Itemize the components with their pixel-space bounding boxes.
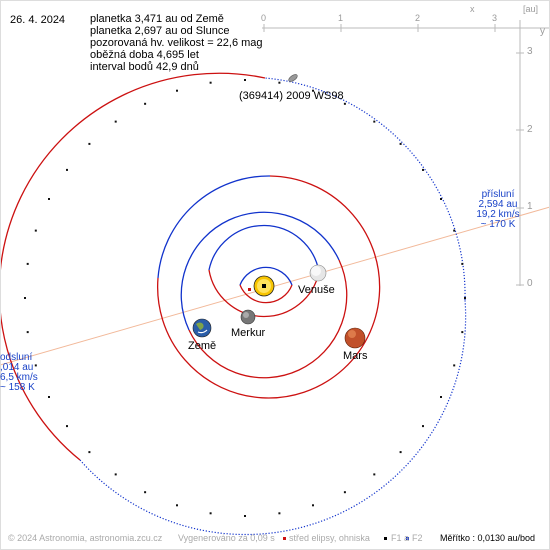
legend-center: střed elipsy, ohniska — [289, 533, 370, 543]
axis-tick: 2 — [415, 13, 421, 23]
orbit-point — [312, 504, 314, 507]
copyright: © 2024 Astronomia, astronomia.zcu.cz — [8, 533, 163, 543]
aphelion-speed: 6,5 km/s — [0, 372, 38, 383]
orbit-point — [422, 168, 424, 171]
perihelion-speed: 19,2 km/s — [476, 209, 520, 220]
axis-tick: 1 — [527, 201, 533, 212]
top-axis — [262, 24, 550, 32]
generated-time: Vygenerováno za 0,09 s — [178, 533, 275, 543]
earth-label: Země — [188, 340, 217, 352]
info-panel: planetka 3,471 au od Země planetka 2,697… — [90, 13, 263, 73]
apsis-line — [0, 206, 550, 366]
orbit-point — [26, 331, 29, 334]
aphelion-distance: ,014 au — [0, 362, 34, 373]
orbit-point — [453, 364, 456, 367]
orbit-point — [144, 102, 147, 105]
orbit-point — [312, 89, 314, 92]
orbit-point — [461, 331, 464, 334]
orbit-point — [34, 364, 37, 367]
orbit-point — [453, 229, 456, 232]
sun — [253, 275, 275, 297]
orbit-point — [88, 142, 91, 145]
legend-f1: F1 a — [391, 533, 410, 543]
x-axis-label: x — [470, 4, 475, 14]
aphelion-info: odsluní ,014 au 6,5 km/s ~ 158 K — [0, 353, 38, 393]
mercury-body — [240, 309, 256, 325]
perihelion-distance: 2,594 au — [478, 199, 518, 210]
orbit-point — [373, 120, 376, 123]
orbit-point — [34, 229, 37, 232]
orbit-point — [24, 297, 26, 299]
orbit-point — [176, 504, 178, 507]
orbit-point — [144, 491, 147, 494]
perihelion-temperature: ~ 170 K — [480, 219, 516, 230]
orbit-point — [114, 473, 117, 476]
orbit-point — [373, 473, 376, 476]
orbit-point — [66, 425, 68, 428]
orbit-point — [464, 297, 466, 299]
orbit-point — [26, 262, 29, 265]
orbit-point — [209, 81, 212, 84]
date-label: 26. 4. 2024 — [10, 14, 66, 26]
earth-orbit — [180, 211, 340, 331]
orbit-point — [244, 515, 246, 517]
aphelion-temperature: ~ 158 K — [0, 382, 35, 393]
orbit-point — [278, 81, 281, 84]
orbit-point — [399, 451, 402, 454]
mercury-label: Merkur — [231, 327, 266, 339]
venus-body — [309, 264, 327, 282]
perihelion-title: přísluní — [481, 189, 515, 200]
orbit-point — [422, 425, 424, 428]
mars-orbit — [157, 175, 271, 279]
mars-body — [344, 327, 366, 349]
ellipse-center-marker — [248, 288, 251, 291]
info-line: oběžná doba 4,695 let — [90, 49, 199, 61]
right-axis — [516, 20, 524, 286]
venus-orbit — [208, 224, 320, 273]
scale-label: Měřítko : 0,0130 au/bod — [440, 533, 536, 543]
asteroid-body — [288, 74, 298, 82]
orbit-point — [343, 491, 346, 494]
orbit-point — [88, 451, 91, 454]
orbit-point — [399, 142, 402, 145]
orbit-point — [48, 396, 50, 398]
info-line: pozorovaná hv. velikost = 22,6 mag — [90, 37, 263, 49]
orbit-point — [278, 512, 281, 515]
venus-label: Venuše — [298, 284, 335, 296]
info-line: interval bodů 42,9 dnů — [90, 61, 199, 73]
orbit-point — [440, 396, 442, 398]
orbit-point — [114, 120, 117, 123]
orbit-point — [48, 198, 50, 200]
mercury-orbit — [239, 266, 293, 286]
orbit-point — [176, 89, 178, 92]
unit-label: [au] — [523, 4, 539, 14]
info-line: planetka 2,697 au od Slunce — [90, 25, 230, 37]
axis-tick: 3 — [492, 13, 498, 23]
aphelion-title: odsluní — [0, 352, 33, 363]
perihelion-info: přísluní 2,594 au 19,2 km/s ~ 170 K — [468, 190, 528, 230]
asteroid-orbit — [0, 72, 467, 536]
legend-f2: F2 — [412, 533, 423, 543]
earth-body — [192, 318, 212, 338]
axis-tick: 1 — [338, 13, 344, 23]
axis-tick: 3 — [527, 46, 533, 57]
axis-tick: 0 — [527, 278, 533, 289]
orbit-point — [461, 262, 464, 265]
orbit-point — [244, 79, 246, 81]
orbit-point — [209, 512, 212, 515]
axis-tick: 0 — [261, 13, 267, 23]
orbit-point — [440, 198, 442, 200]
orbit-point — [343, 102, 346, 105]
orbit-point — [66, 168, 68, 171]
mars-label: Mars — [343, 350, 368, 362]
axis-tick: 2 — [527, 124, 533, 135]
info-line: planetka 3,471 au od Země — [90, 13, 224, 25]
planet-orbits — [156, 175, 381, 399]
y-axis-label: y — [540, 26, 545, 37]
asteroid-name: (369414) 2009 WS98 — [239, 90, 344, 102]
